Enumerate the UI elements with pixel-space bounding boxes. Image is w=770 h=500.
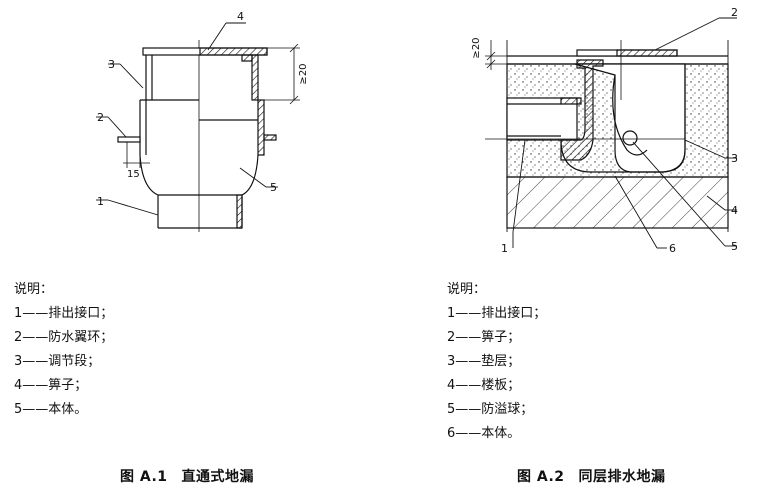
legend-item-3: 3——垫层； <box>447 354 521 369</box>
legend-title: 说明： <box>14 282 54 297</box>
figure-a2-legend: 说明： 1——排出接口； 2——箅子； 3——垫层； 4——楼板； 5——防溢球… <box>447 278 546 446</box>
caption-number: 图 A.1 <box>120 469 168 485</box>
grate-section <box>199 47 268 56</box>
floor-slab <box>506 176 729 229</box>
legend-item-2: 2——箅子； <box>447 330 521 345</box>
figure-a1-drawing: 1 2 3 4 5 ≥20 15 <box>96 10 309 232</box>
legend-item-5: 5——防溢球； <box>447 402 534 417</box>
figure-a2-caption: 图 A.2 同层排水地漏 <box>517 466 666 486</box>
callout-2: 2 <box>97 111 104 124</box>
legend-item-5: 5——本体。 <box>14 402 88 417</box>
callout-2: 2 <box>731 6 738 19</box>
callout-1: 1 <box>501 242 508 255</box>
callout-3: 3 <box>108 58 115 71</box>
figure-a2-drawing: 1 2 3 4 5 6 ≥20 <box>471 6 738 255</box>
legend-item-2: 2——防水翼环； <box>14 330 114 345</box>
figure-a2: 1 2 3 4 5 6 ≥20 说明： 1——排出接口； 2——箅子； 3——垫… <box>385 0 770 500</box>
callout-1: 1 <box>97 195 104 208</box>
dimension-15: 15 <box>127 169 140 180</box>
caption-name: 直通式地漏 <box>181 469 255 485</box>
figure-a1-caption: 图 A.1 直通式地漏 <box>120 466 254 486</box>
figure-a1-legend: 说明： 1——排出接口； 2——防水翼环； 3——调节段； 4——箅子； 5——… <box>14 278 113 422</box>
legend-item-1: 1——排出接口； <box>14 306 114 321</box>
caption-name: 同层排水地漏 <box>578 469 666 485</box>
legend-item-4: 4——箅子； <box>14 378 88 393</box>
dimension-min-20: ≥20 <box>298 63 309 84</box>
legend-title: 说明： <box>447 282 487 297</box>
legend-item-6: 6——本体。 <box>447 426 521 441</box>
callout-4: 4 <box>731 204 738 217</box>
callout-6: 6 <box>669 242 676 255</box>
legend-item-4: 4——楼板； <box>447 378 521 393</box>
callout-4: 4 <box>237 10 244 23</box>
callout-3: 3 <box>731 152 738 165</box>
callout-5: 5 <box>731 240 738 253</box>
figure-a1: 1 2 3 4 5 ≥20 15 说明： 1——排出接口； 2——防水翼环； 3… <box>14 10 309 486</box>
caption-number: 图 A.2 <box>517 469 565 485</box>
dimension-min-20: ≥20 <box>471 37 482 58</box>
legend-item-3: 3——调节段； <box>14 354 101 369</box>
callout-5: 5 <box>270 181 277 194</box>
legend-item-1: 1——排出接口； <box>447 306 547 321</box>
